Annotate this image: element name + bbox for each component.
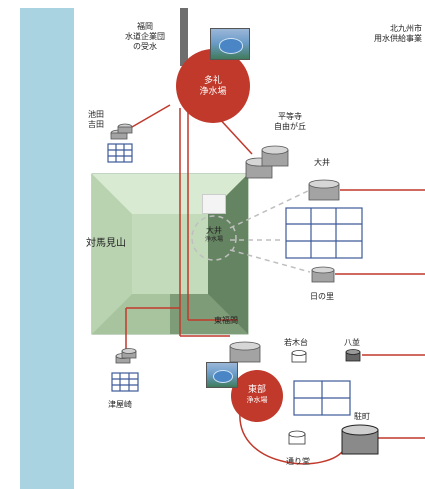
ikeda-yoshida-label: 池田 吉田: [88, 110, 104, 129]
tank-icon: [291, 350, 307, 363]
tank-icon: [341, 424, 379, 455]
higashi-plant-label: 東部 浄水場: [246, 385, 268, 404]
tank-icon: [288, 430, 306, 445]
tank-icon: [229, 341, 261, 363]
higashifukuma-label: 東福間: [214, 316, 238, 325]
water-plant-photo-icon: [210, 28, 250, 60]
tank-icon: [245, 145, 289, 179]
ekimachi-label: 駐町: [354, 412, 370, 421]
oi-tank-label: 大井: [314, 158, 330, 167]
higashi-plant-circle: [231, 370, 283, 422]
tank-icon: [311, 266, 335, 283]
akaridou-label: 通り堂: [286, 457, 310, 466]
tare-plant-circle: [176, 49, 250, 123]
tank-icon: [115, 348, 137, 364]
dashed-links: [191, 189, 311, 273]
red-pipes: [125, 102, 425, 465]
hachiman-label: 八並: [344, 338, 360, 347]
hinosato-label: 日の里: [310, 292, 334, 301]
wakagidai-label: 若木台: [284, 338, 308, 347]
oi-plant-label: 大井 浄水場: [204, 226, 223, 243]
kitakyushu-supply-label: 北九州市 用水供給事業: [374, 24, 422, 43]
fukuoka-pipe: [180, 8, 188, 66]
sea-band: [20, 8, 74, 489]
water-plant-photo-icon: [206, 362, 238, 388]
tare-plant-label: 多礼 浄水場: [199, 76, 227, 97]
tank-icon: [110, 123, 133, 140]
fukuoka-supply-label: 福岡 水道企業団 の受水: [125, 22, 165, 51]
tank-icon: [345, 349, 361, 362]
tank-icon: [308, 179, 340, 201]
service-area-grid-icon: [107, 143, 363, 416]
tsuyazaki-label: 津屋崎: [108, 400, 132, 409]
mountain-shape: [91, 173, 249, 335]
byodoji-jiyugaoka-label: 平等寺 自由が丘: [274, 112, 306, 131]
tsushima-mountain-label: 対馬見山: [86, 238, 126, 249]
oi-plant-sketch: [202, 194, 226, 214]
